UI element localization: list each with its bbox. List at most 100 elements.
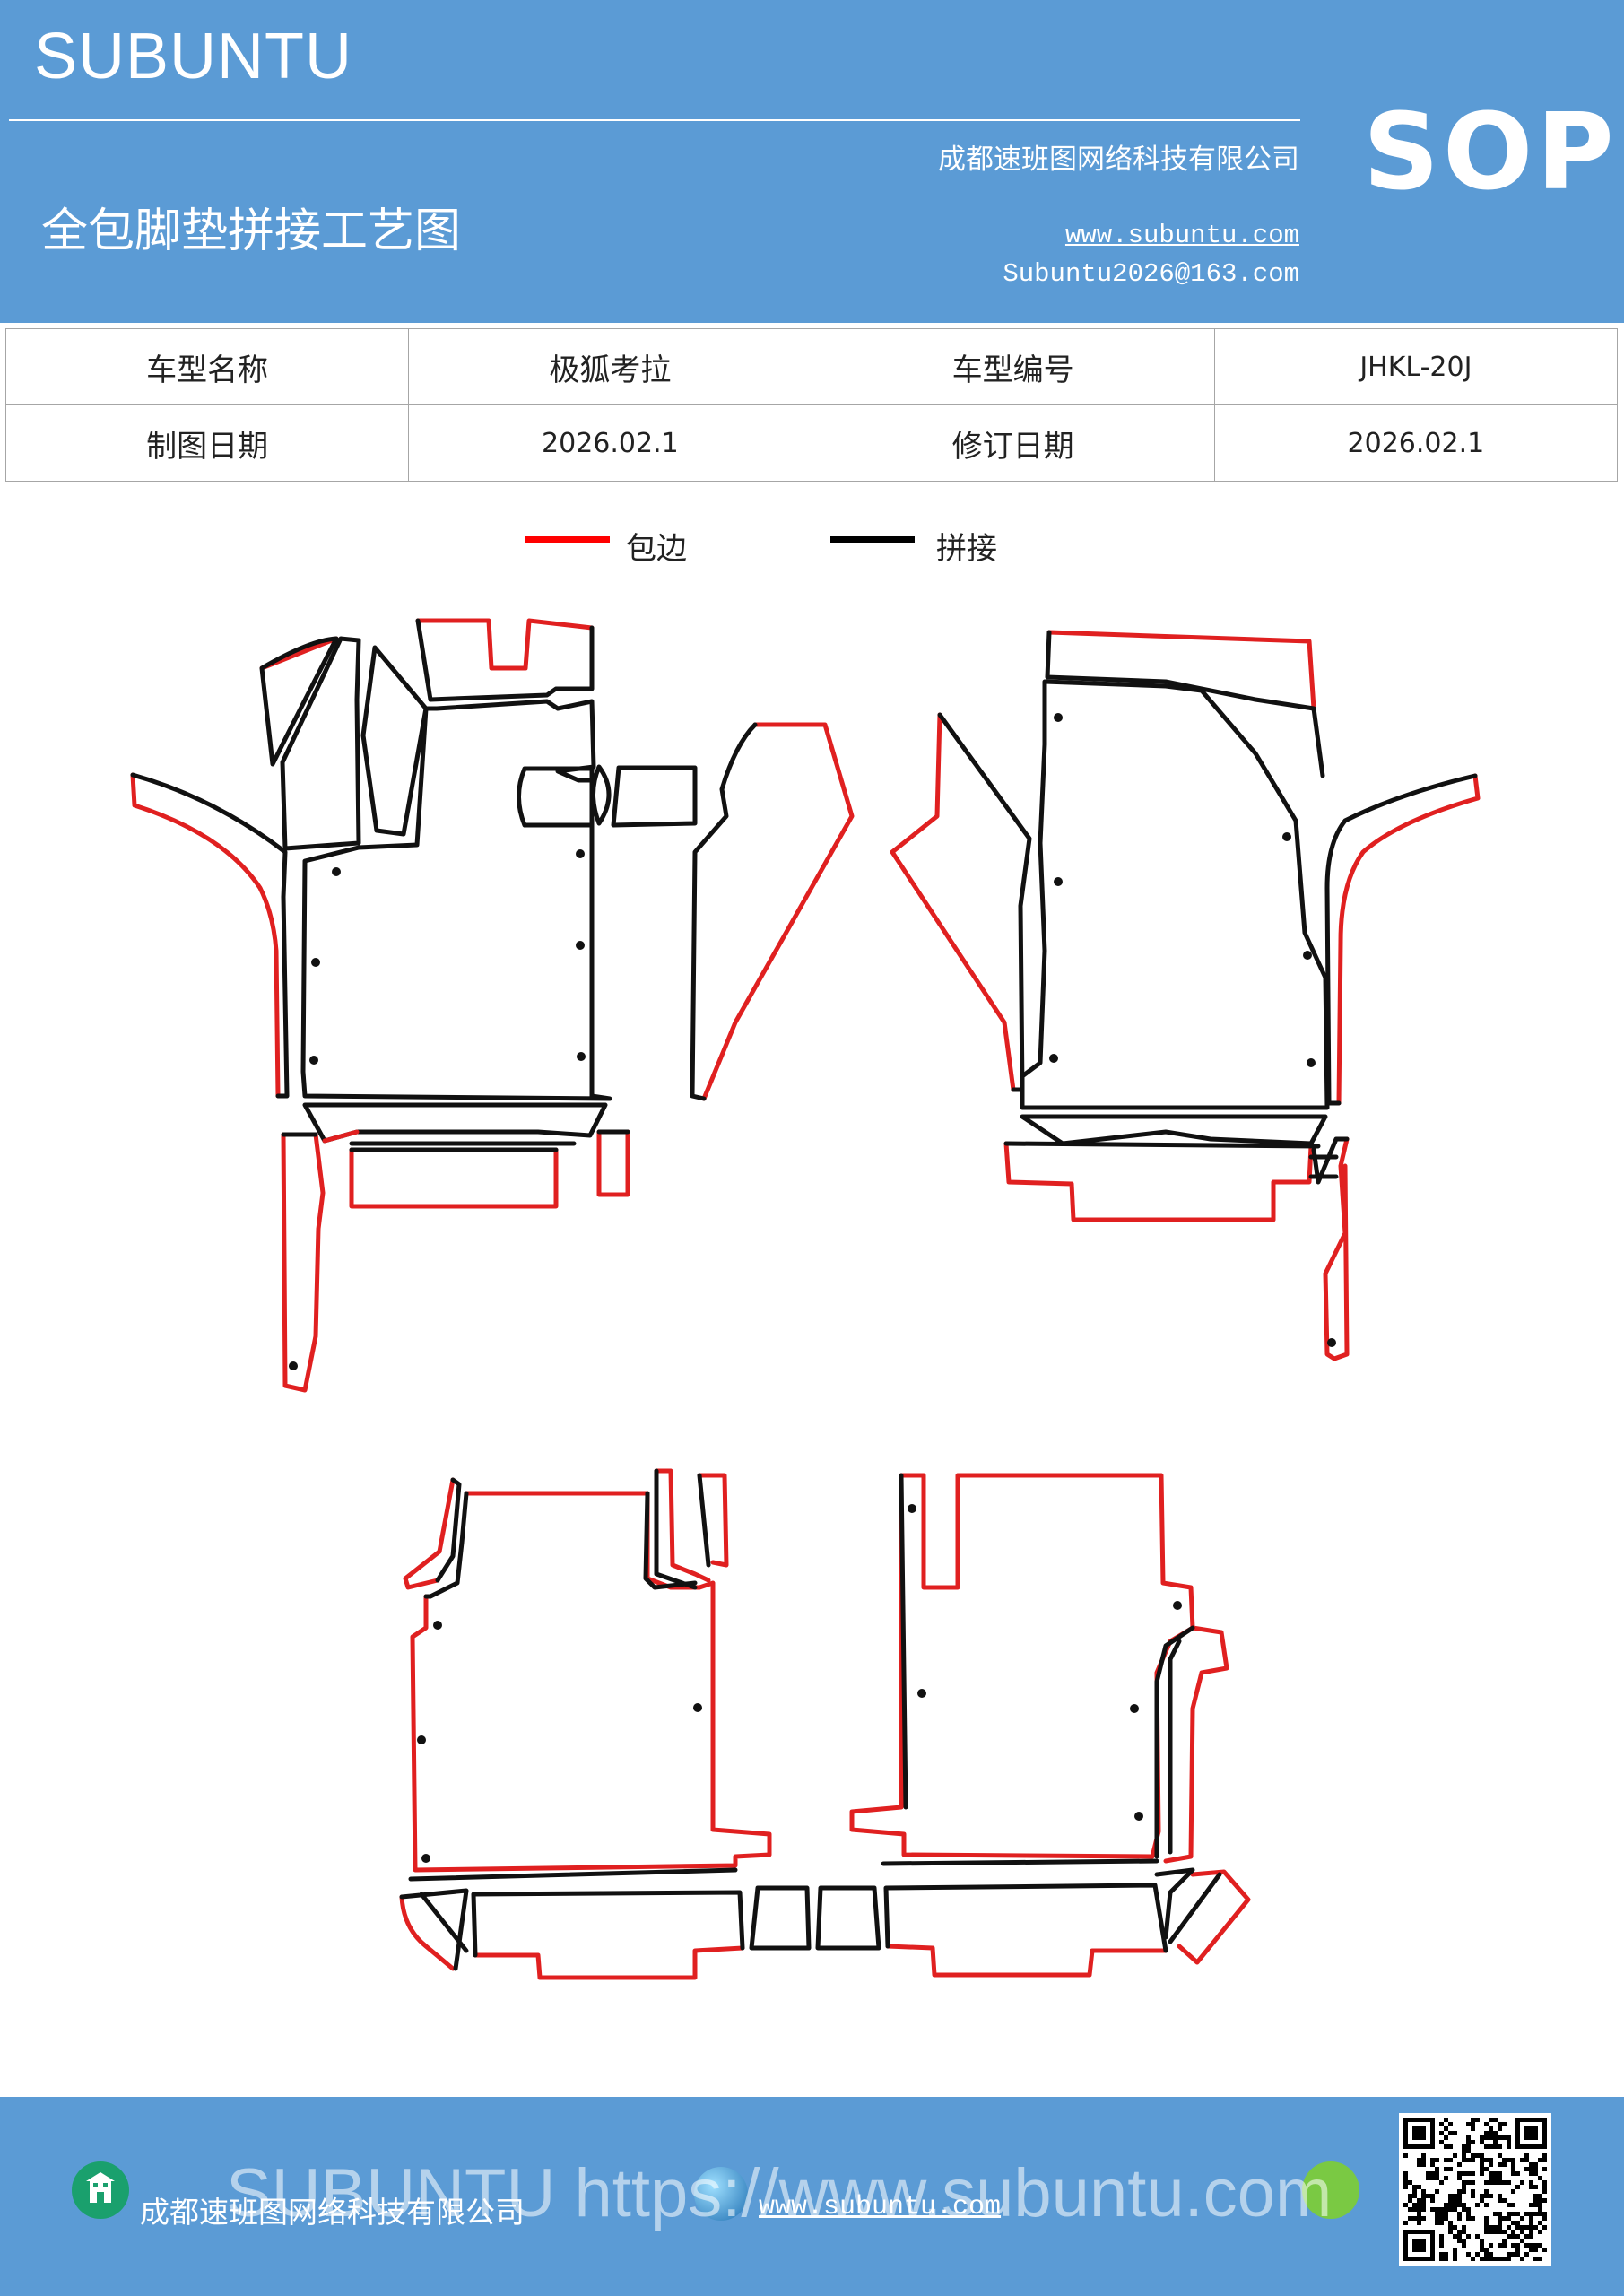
front-right-clip-7: [1327, 1338, 1336, 1347]
front-left-console-pad-3: [611, 765, 698, 828]
front-right-cowl-seam: [1045, 630, 1325, 778]
legend-swatch-seam: [830, 536, 915, 543]
legend-label-binding: 包边: [626, 531, 687, 567]
rear-right-clip-1: [908, 1504, 916, 1513]
rear-right-bottom-pad: [885, 1944, 1168, 1978]
front-left-heel-strip-bind: [322, 1129, 360, 1144]
front-left-clip-7: [289, 1361, 298, 1370]
front-right-bottom-pad-seam: [1003, 1141, 1339, 1179]
front-left-side-strip: [281, 1132, 326, 1393]
rear-right-mat-group: [849, 1473, 1251, 1978]
front-right-heel-strip: [1020, 1114, 1328, 1146]
front-left-tunnel-panel: [280, 636, 361, 851]
rear-left-bottom-pad-seam: [471, 1890, 745, 1958]
front-right-mat-group: [890, 630, 1481, 1361]
rear-left-clip-3: [421, 1854, 430, 1863]
front-left-main-mat: [300, 699, 612, 1101]
company-name: 成都速班图网络科技有限公司: [938, 144, 1299, 176]
sop-badge: SOP: [1363, 90, 1618, 213]
front-right-side-strip-seam: [1311, 1136, 1350, 1185]
rear-right-clip-2: [917, 1689, 926, 1698]
rear-left-b-pillar-strip: [654, 1468, 711, 1583]
front-left-top-wedge-seam: [259, 636, 339, 767]
rear-right-side-strip-seam: [1154, 1625, 1195, 1859]
info-cell: 2026.02.1: [1213, 404, 1619, 482]
info-cell: 修订日期: [811, 404, 1215, 482]
front-left-console-pad-2: [591, 764, 612, 826]
rear-right-bottom-pad-seam: [883, 1883, 1168, 1953]
rear-right-main-mat-seam: [881, 1473, 1159, 1866]
document-title: 全包脚垫拼接工艺图: [41, 204, 462, 258]
front-right-cowl-piece: [1046, 630, 1316, 711]
info-cell: 2026.02.1: [408, 404, 812, 482]
front-right-side-piece: [1336, 773, 1481, 1106]
info-cell: 车型名称: [4, 328, 410, 405]
front-left-console-pad: [517, 766, 595, 828]
front-right-clip-3: [1049, 1054, 1058, 1063]
front-right-door-wedge: [890, 712, 1016, 1092]
rear-left-narrow-strip-seam: [697, 1473, 711, 1568]
front-left-pedal-panel: [360, 645, 429, 837]
rear-center-pad-right: [815, 1885, 881, 1951]
rear-left-clip-2: [417, 1735, 426, 1744]
front-left-side-seam: [130, 772, 290, 1099]
brand-name: SUBUNTU: [34, 21, 353, 92]
front-right-clip-4: [1282, 832, 1291, 841]
qr-code[interactable]: [1399, 2113, 1551, 2266]
website-link[interactable]: www.subuntu.com: [1064, 221, 1299, 250]
front-left-mat-group: [130, 618, 855, 1393]
rear-right-corner-wedge-seam: [1154, 1867, 1222, 1944]
front-left-clip-2: [311, 958, 320, 967]
rear-left-main-mat: [410, 1491, 772, 1873]
rear-left-corner-wedge: [399, 1894, 456, 1971]
front-left-cowl-seam: [415, 618, 595, 702]
globe-icon: [694, 2167, 748, 2221]
wechat-icon: [1302, 2161, 1359, 2219]
legend: 包边 拼接: [525, 527, 1064, 572]
front-right-clip-2: [1054, 877, 1063, 886]
front-left-clip-1: [332, 867, 341, 876]
front-right-clip-5: [1303, 951, 1312, 960]
rear-left-side-flap-seam: [435, 1477, 462, 1583]
legend-label-seam: 拼接: [936, 531, 997, 567]
front-left-side-piece: [130, 772, 281, 1099]
qr-code-pattern: [1403, 2118, 1547, 2261]
rear-left-narrow-strip: [697, 1473, 729, 1568]
footer-website-link[interactable]: www.subuntu.com: [759, 2192, 1002, 2222]
footer-watermark: SUBUNTU https://www.subuntu.com: [226, 2155, 1333, 2231]
front-right-door-wedge-seam: [937, 712, 1032, 1092]
building-icon: [72, 2161, 129, 2219]
front-left-door-panel-seam: [690, 722, 758, 1101]
rear-left-b-pillar-seam: [654, 1468, 698, 1590]
rear-right-corner-wedge: [1177, 1869, 1251, 1965]
front-right-side-seam: [1324, 773, 1478, 1106]
info-cell: 车型编号: [811, 328, 1215, 405]
front-right-clip-1: [1054, 713, 1063, 722]
header-divider: [9, 119, 1300, 121]
rear-left-clip-1: [433, 1621, 442, 1630]
front-left-clip-6: [577, 1052, 586, 1061]
rear-left-corner-wedge-seam: [399, 1888, 469, 1971]
front-right-clip-6: [1307, 1058, 1316, 1067]
email-address[interactable]: Subuntu2026@163.com: [1003, 259, 1299, 289]
info-cell: JHKL-20J: [1213, 328, 1619, 405]
front-left-clip-5: [576, 941, 585, 950]
footer-company-name: 成都速班图网络科技有限公司: [140, 2195, 525, 2230]
rear-right-clip-3: [1130, 1704, 1139, 1713]
legend-swatch-binding: [525, 536, 610, 543]
front-right-bottom-pad: [1003, 1141, 1314, 1222]
front-right-side-strip: [1323, 1136, 1350, 1361]
front-left-clip-4: [576, 849, 585, 858]
header-banner: SUBUNTU SOP 成都速班图网络科技有限公司 全包脚垫拼接工艺图 www.…: [0, 0, 1624, 323]
rear-center-pad-left: [749, 1885, 812, 1951]
front-left-small-flap: [596, 1129, 630, 1197]
info-cell: 极狐考拉: [408, 328, 812, 405]
rear-right-side-strip: [1163, 1625, 1229, 1864]
rear-left-side-flap: [403, 1477, 456, 1590]
rear-center-tunnel-group: [749, 1885, 881, 1951]
rear-left-main-mat-seam: [408, 1491, 738, 1882]
